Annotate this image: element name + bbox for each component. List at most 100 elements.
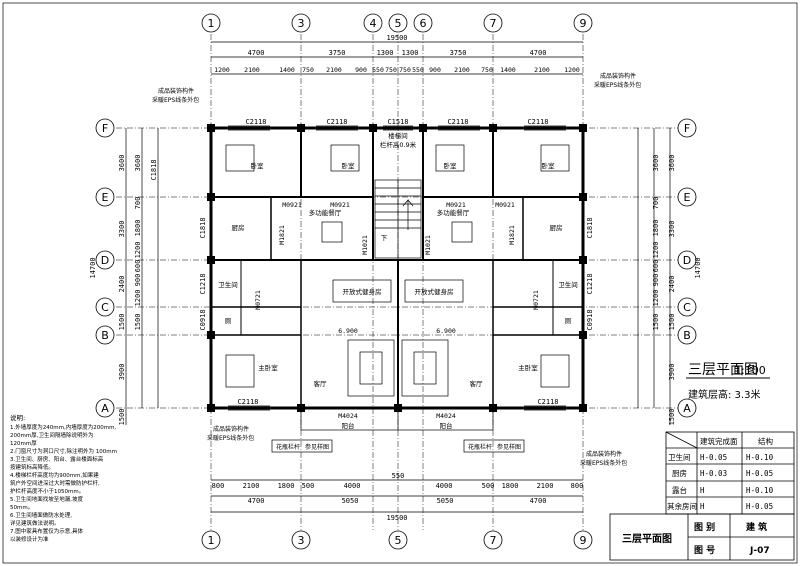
top-dim-r2-6: 550 — [372, 66, 384, 74]
win-C1218-left: C1218 — [199, 273, 207, 294]
axis-5-top: 5 — [395, 17, 402, 30]
left-inner-4: 600 — [134, 260, 142, 273]
axis-E-left: E — [102, 191, 109, 204]
title-block: 三层平面图 图 别 建 筑 图 号 J-07 — [609, 513, 795, 561]
win-C2118-2: C2118 — [326, 118, 347, 126]
right-dim-0: 3600 — [668, 155, 676, 172]
top-dim-r2-14: 2100 — [534, 66, 550, 74]
left-dim-total: 14700 — [89, 257, 97, 278]
door-M1021-2: M1021 — [424, 235, 432, 255]
room-toilet-1: 厕 — [225, 317, 232, 325]
bot-dim-r1-4: 4000 — [344, 482, 361, 490]
room-balcony-2: 阳台 — [440, 421, 453, 430]
note-12: 详见建筑做法说明。 — [10, 519, 60, 527]
tbl-r0-c2: H-0.10 — [746, 453, 774, 462]
room-bedroom-3: 卧室 — [444, 161, 458, 170]
pipe-bot-right-2: 采暖EPS线条外包 — [580, 459, 627, 467]
axis-6-top: 6 — [420, 17, 427, 30]
elev-6900-1: 6.900 — [338, 327, 358, 335]
door-M4024-1: M4024 — [338, 412, 358, 420]
note-2: 120mm厚 — [10, 440, 37, 447]
pipe-top-right-2: 采暖EPS线条外包 — [594, 81, 641, 89]
door-M0721-1: M0721 — [254, 290, 262, 310]
room-bedroom-2: 卧室 — [342, 161, 356, 170]
pipe-bot-right-1: 成品装饰构件 — [586, 450, 622, 458]
door-M1821-1: M1821 — [278, 225, 286, 245]
tbl-h2: 结构 — [758, 436, 773, 446]
win-C0918-left: C0918 — [199, 309, 207, 330]
tbl-h1: 建筑完成面 — [700, 436, 738, 446]
right-dim-texts: 3600 3300 2400 1500 3900 1500 14700 3600… — [586, 155, 702, 426]
tb-v1: 建 筑 — [746, 521, 767, 533]
pipe-top-left-1: 成品装饰构件 — [158, 87, 194, 95]
axis-circles-left — [95, 118, 115, 418]
room-gym-1: 开放式健身房 — [343, 287, 382, 296]
top-dim-total: 19500 — [386, 34, 407, 42]
notes-block: 说明: 1.外墙厚度为240mm,内墙厚度为200mm, 200mm厚,卫生间隔… — [10, 413, 117, 543]
axis-1-bottom: 1 — [208, 534, 215, 547]
bottom-dim-row2: 4700 5050 5050 4700 19500 — [248, 497, 547, 522]
note-3: 2.门窗尺寸为洞口尺寸,除注明外为 100mm — [10, 447, 117, 455]
left-inner-2: 1800 — [134, 220, 142, 237]
room-bedroom-1: 卧室 — [251, 161, 265, 170]
room-living-1: 客厅 — [314, 379, 328, 388]
door-M0921-1: M0921 — [282, 201, 302, 209]
tbl-r2-c2: H-0.10 — [746, 486, 774, 495]
top-dim-r1-0: 4700 — [248, 49, 265, 57]
room-kitchen-2: 厨房 — [550, 223, 563, 232]
top-dim-r2-12: 750 — [481, 66, 493, 74]
win-C0918-right: C0918 — [586, 309, 594, 330]
axis-E-right: E — [684, 191, 691, 204]
axis-F-left: F — [102, 122, 108, 135]
room-balcony-1: 阳台 — [342, 421, 355, 430]
room-bath-2: 卫生间 — [558, 280, 578, 289]
bottom-dimension-lines — [211, 479, 583, 513]
tb-name: 三层平面图 — [622, 533, 672, 545]
room-stair: 楼梯间 — [388, 131, 408, 140]
elev-6900-2: 6.900 — [436, 327, 456, 335]
bot-dim-r1-10: 800 — [571, 482, 584, 490]
axis-F-right: F — [684, 122, 690, 135]
left-inner-10: 1500 — [134, 314, 142, 331]
left-dim-4: 3900 — [118, 364, 126, 381]
top-dim-r2-5: 900 — [355, 66, 367, 74]
door-labels: M0921 M0921 M0921 M0921 M1821 M1821 M102… — [254, 201, 540, 420]
balcony — [271, 407, 525, 453]
living-furniture — [347, 339, 449, 397]
pipe-bot-left-1: 成品装饰构件 — [213, 425, 249, 433]
flower-rail-1: 花瓶栏杆 — [276, 443, 300, 451]
left-dim-0: 3600 — [118, 155, 126, 172]
axis-labels-right: F E D C B A — [683, 122, 691, 415]
tb-k1: 图 别 — [694, 521, 715, 533]
top-dim-r2-8: 750 — [399, 66, 411, 74]
right-inner-3: 1200 — [652, 242, 660, 259]
tb-k2: 图 号 — [694, 545, 715, 556]
axis-9-top: 9 — [580, 17, 587, 30]
axis-D-left: D — [101, 254, 109, 267]
door-M1021-1: M1021 — [361, 235, 369, 255]
win-C2118-3: C2118 — [447, 118, 468, 126]
bot-dim-r1-1: 2100 — [243, 482, 260, 490]
note-9: 5.卫生间地面找坡至地漏,坡度 — [10, 495, 83, 503]
axis-C-right: C — [683, 301, 691, 314]
axis-5-bottom: 5 — [395, 534, 402, 547]
top-dim-r2-7: 750 — [385, 66, 397, 74]
pipe-bot-left-2: 采暖EPS线条外包 — [207, 434, 254, 442]
axis-B-right: B — [683, 329, 691, 342]
beds — [225, 144, 570, 388]
right-dim-1: 3300 — [668, 221, 676, 238]
note-7: 筑户外空间进深过大时需做防护栏杆, — [10, 479, 100, 487]
stair-railing-note: 栏杆高0.9米 — [380, 140, 417, 149]
room-master-1: 主卧室 — [258, 363, 278, 372]
tbl-r2-c0: 露台 — [672, 485, 687, 495]
right-inner-2: 1800 — [652, 220, 660, 237]
left-inner-0: 3600 — [134, 155, 142, 172]
right-inner-0: 3600 — [652, 155, 660, 172]
left-inner-6: 1200 — [134, 290, 142, 307]
room-labels: 卧室 卧室 卧室 卧室 厨房 厨房 多功能餐厅 多功能餐厅 卫生间 卫生间 厕 … — [218, 131, 578, 430]
bot-dim-total: 19500 — [386, 514, 407, 522]
drawing-title: 三层平面图 1:100 建筑层高: 3.3米 — [686, 362, 770, 401]
left-inner-1: 700 — [134, 197, 142, 210]
top-dim-r2-2: 1400 — [279, 66, 295, 74]
